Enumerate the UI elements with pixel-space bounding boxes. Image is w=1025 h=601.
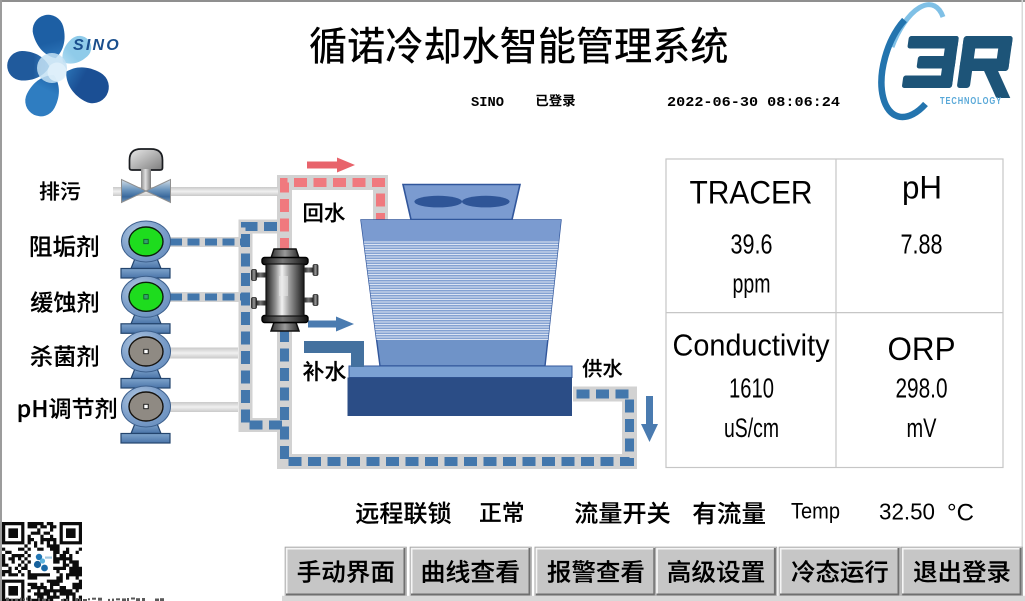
svg-text:TRACER: TRACER bbox=[690, 175, 813, 211]
svg-text:7.88: 7.88 bbox=[901, 229, 943, 260]
svg-text:Conductivity: Conductivity bbox=[673, 328, 830, 363]
svg-text:TECHNOLOGY: TECHNOLOGY bbox=[940, 96, 1002, 107]
svg-text:uS/cm: uS/cm bbox=[724, 413, 779, 443]
svg-text:°C: °C bbox=[947, 500, 974, 527]
svg-text:SINO: SINO bbox=[73, 37, 121, 54]
svg-text:Temp: Temp bbox=[791, 499, 840, 524]
svg-text:SINO: SINO bbox=[471, 95, 504, 111]
svg-text:ORP: ORP bbox=[888, 331, 956, 367]
svg-text:ppm: ppm bbox=[733, 269, 771, 299]
svg-text:mV: mV bbox=[907, 413, 937, 443]
svg-text:2022-06-30 08:06:24: 2022-06-30 08:06:24 bbox=[667, 95, 840, 111]
svg-text:39.6: 39.6 bbox=[731, 229, 773, 260]
svg-text:1610: 1610 bbox=[729, 373, 774, 404]
svg-text:298.0: 298.0 bbox=[896, 373, 948, 404]
svg-text:32.50: 32.50 bbox=[879, 499, 935, 525]
svg-text:pH: pH bbox=[902, 170, 942, 206]
